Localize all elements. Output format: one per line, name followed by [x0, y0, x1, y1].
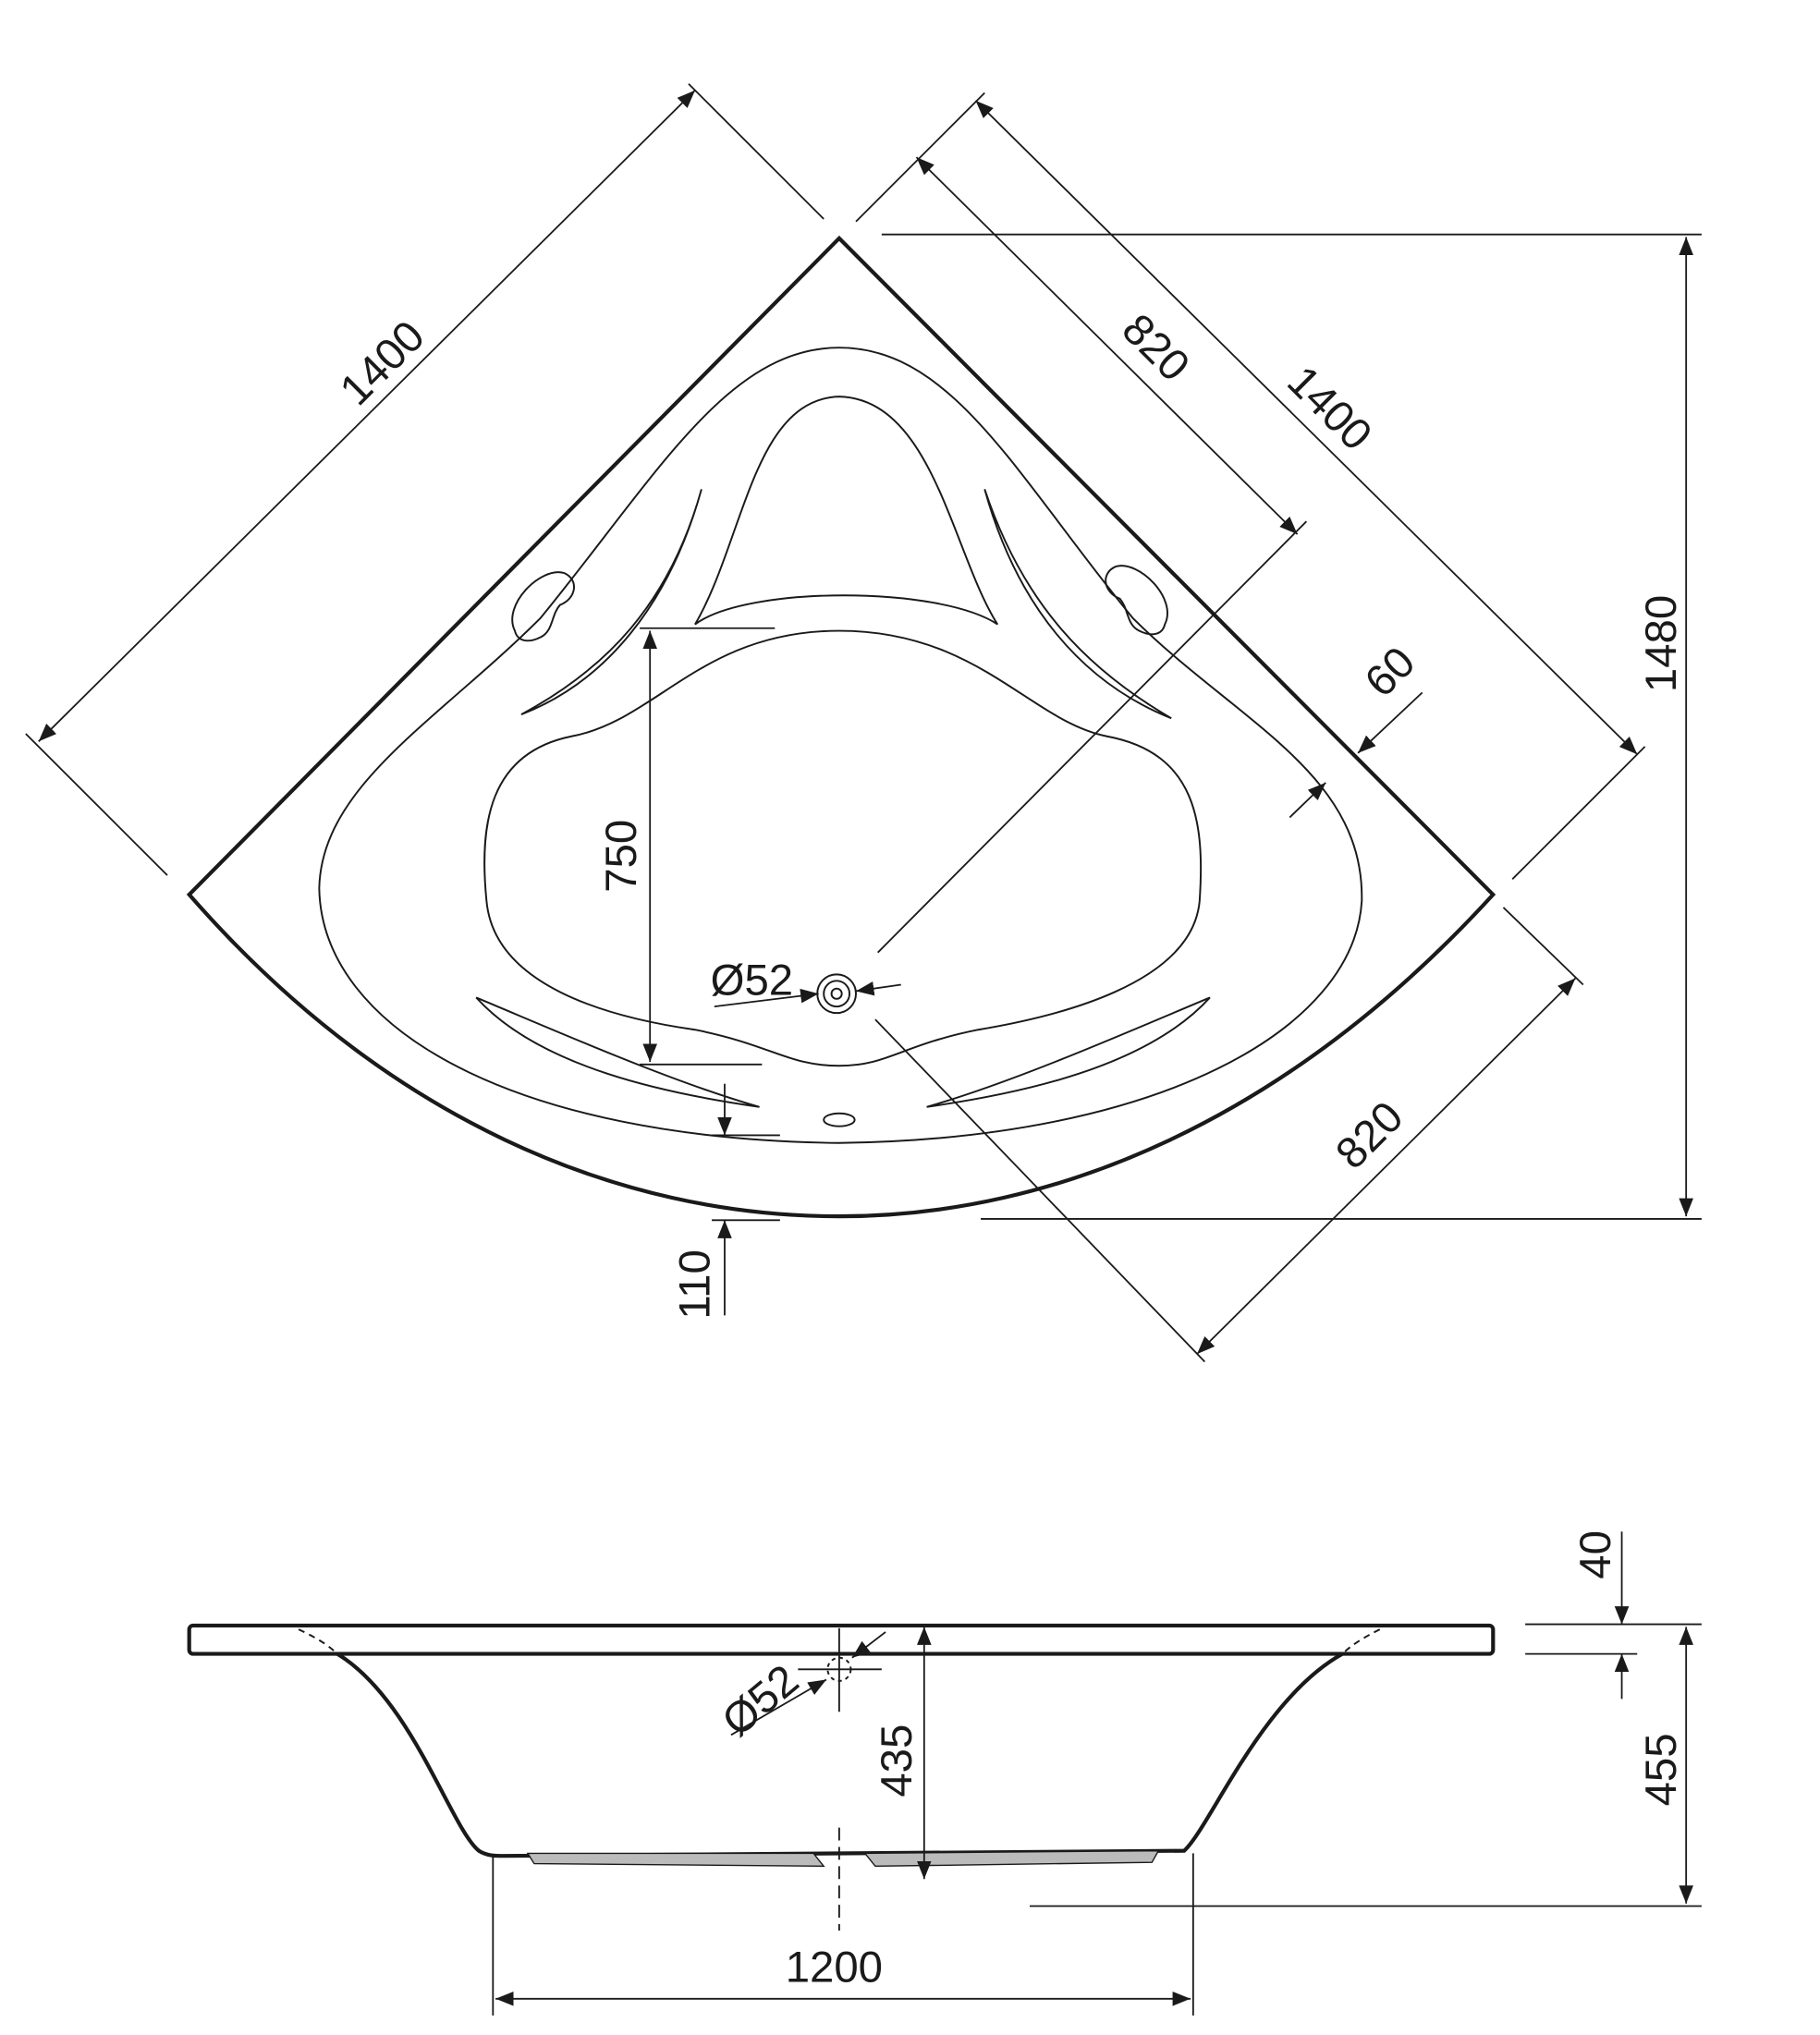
dimension-drain-side: Ø52 [713, 1631, 886, 1746]
dimension-rim-thickness: 40 [1525, 1530, 1702, 1700]
dimension-rim-width: 60 [1289, 638, 1425, 819]
left-handle [511, 571, 575, 642]
side-view: Ø52 435 40 455 1200 [187, 1530, 1702, 2016]
label-750: 750 [597, 820, 646, 893]
label-diameter-52-side: Ø52 [713, 1655, 808, 1746]
label-60: 60 [1356, 638, 1425, 707]
dimension-drain-plan: Ø52 [711, 957, 901, 1008]
tub-rim [187, 1623, 1496, 1656]
label-455: 455 [1637, 1733, 1686, 1806]
label-diameter-52-plan: Ø52 [711, 957, 793, 1005]
label-1480: 1480 [1637, 595, 1686, 692]
right-handle [1105, 565, 1168, 636]
right-armrest [983, 489, 1172, 720]
left-footrest [475, 996, 760, 1108]
plan-view: 1400 1400 820 820 1480 [25, 83, 1702, 1363]
right-footrest [926, 996, 1211, 1108]
dimension-basin-length: 750 [597, 627, 776, 1066]
left-armrest [520, 489, 702, 715]
support-foot-left [526, 1852, 825, 1868]
dimension-overall-depth: 1480 [881, 233, 1702, 1220]
dimension-half-upper: 820 [877, 156, 1308, 954]
support-foot-right [863, 1849, 1160, 1868]
dimension-diagonal-left: 1400 [25, 83, 824, 876]
dimension-total-height: 455 [1030, 1627, 1702, 1907]
dimension-diagonal-right: 1400 [855, 91, 1646, 880]
dimension-half-lower: 820 [874, 907, 1584, 1363]
dimension-front-offset: 110 [670, 1083, 780, 1320]
label-820-lower: 820 [1326, 1092, 1412, 1178]
dimension-inner-depth: 435 [873, 1627, 932, 1880]
basin-floor [483, 629, 1203, 1067]
tub-body [336, 1651, 1344, 1858]
label-110: 110 [670, 1249, 719, 1319]
label-435: 435 [873, 1724, 922, 1797]
dimension-base-width: 1200 [492, 1853, 1194, 2016]
overflow-icon [823, 1112, 856, 1127]
label-40: 40 [1571, 1530, 1620, 1579]
inner-rim [318, 347, 1363, 1144]
headrest [694, 396, 999, 626]
label-1400-right: 1400 [1277, 357, 1381, 460]
label-1200: 1200 [786, 1944, 883, 1992]
label-820-upper: 820 [1113, 305, 1199, 391]
drain-icon [816, 973, 857, 1015]
